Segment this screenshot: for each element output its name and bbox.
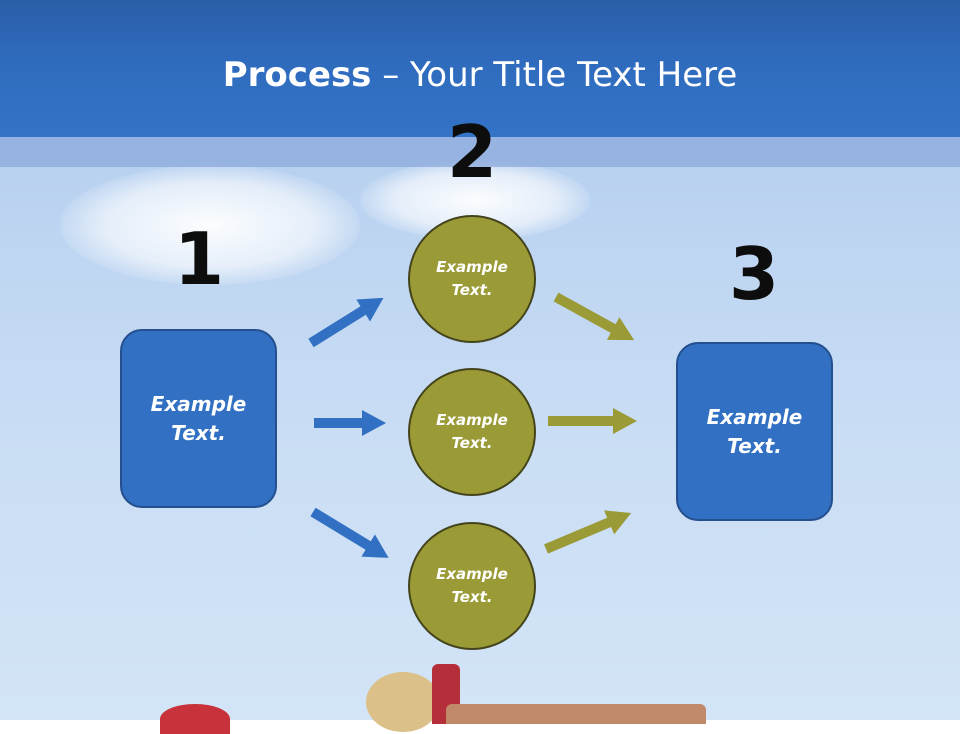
process-circle-bottom: Example Text. — [408, 522, 536, 650]
circle-top-text: Example Text. — [436, 258, 508, 299]
process-circle-middle: Example Text. — [408, 368, 536, 496]
process-box-right: Example Text. — [676, 342, 833, 521]
arrow-top-to-right — [553, 292, 635, 341]
circle-middle-text: Example Text. — [436, 411, 508, 452]
title-bar — [0, 0, 960, 137]
arrow-left-to-top — [308, 297, 384, 348]
cloud-decoration — [60, 165, 360, 285]
box-right-text: Example Text. — [706, 404, 803, 458]
step-number-1: 1 — [173, 217, 225, 301]
circle-bottom-text: Example Text. — [436, 565, 508, 606]
basket-decoration — [446, 704, 706, 724]
process-box-left: Example Text. — [120, 329, 277, 508]
title-band — [0, 137, 960, 167]
box-left-text: Example Text. — [150, 391, 247, 445]
slide-title: Process – Your Title Text Here — [0, 52, 960, 98]
step-number-2: 2 — [446, 110, 498, 194]
process-circle-top: Example Text. — [408, 215, 536, 343]
step-number-3: 3 — [728, 232, 780, 316]
arrow-left-to-bottom — [310, 507, 389, 558]
title-bold: Process — [222, 55, 372, 95]
arrow-bottom-to-right — [544, 510, 632, 554]
title-rest: – Your Title Text Here — [371, 55, 738, 95]
